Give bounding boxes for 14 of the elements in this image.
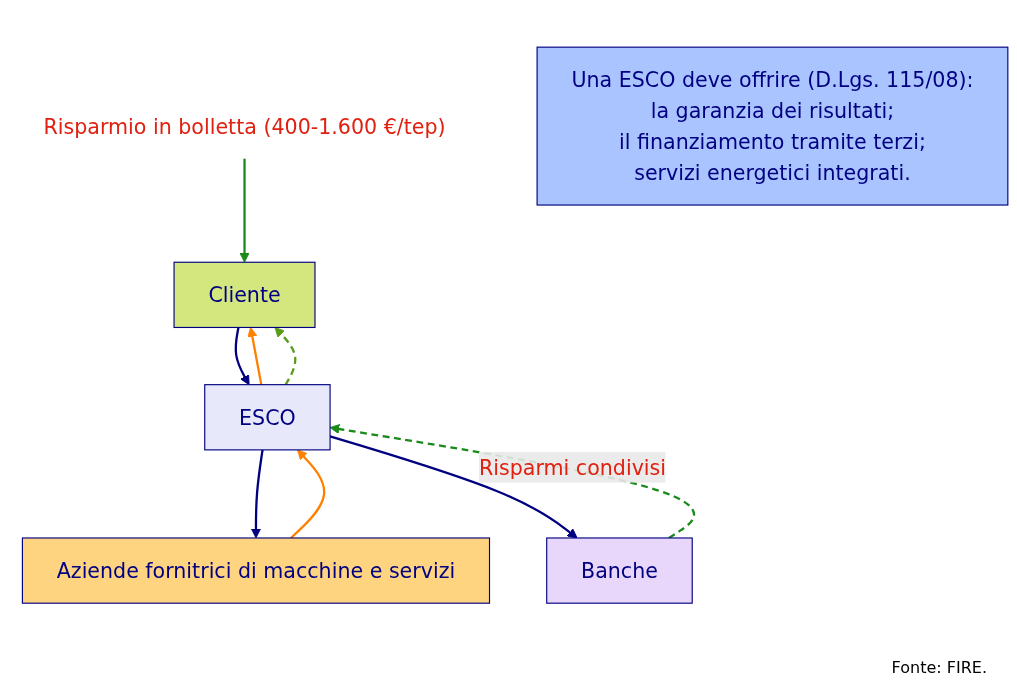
arrow	[250, 449, 264, 539]
edge-label: Risparmi condivisi	[478, 455, 666, 480]
node-box: Cliente	[173, 261, 316, 328]
node-box: Aziende fornitrici di macchine e servizi	[21, 537, 491, 604]
arrow	[239, 158, 250, 263]
arrow	[234, 327, 250, 385]
node-text: Risparmio in bolletta (400-1.600 €/tep)	[43, 113, 446, 138]
source-note: Fonte: FIRE.	[891, 658, 987, 677]
node-box: ESCO	[204, 383, 331, 451]
arrow	[274, 326, 297, 386]
node-box: Una ESCO deve offrire (D.Lgs. 115/08): la garanzia dei risultati; il finanziamento tramite terzi; servizi energetici integrati.	[536, 46, 1009, 206]
arrow	[290, 449, 326, 539]
node-box: Banche	[546, 537, 693, 604]
arrow	[247, 326, 263, 385]
